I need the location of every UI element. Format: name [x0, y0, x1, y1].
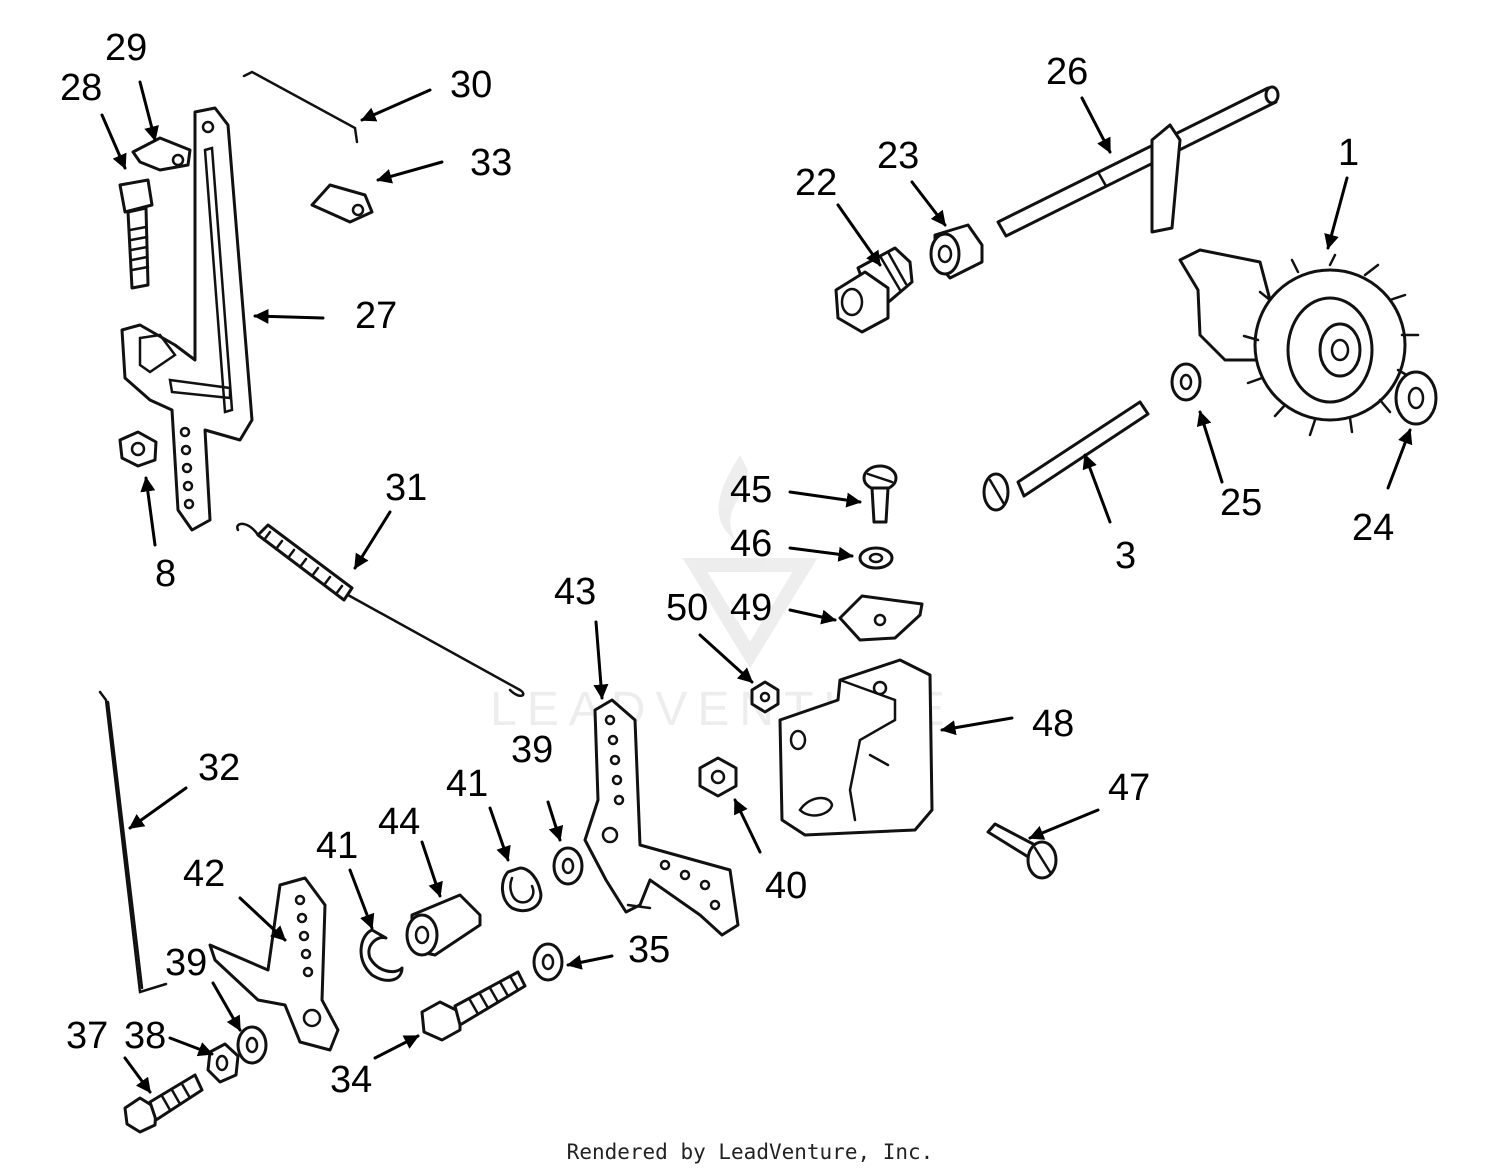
callout-50: 50: [666, 587, 708, 629]
callout-40: 40: [765, 865, 807, 907]
callout-48: 48: [1032, 703, 1074, 745]
part-50-nut: [750, 680, 780, 714]
callout-37: 37: [66, 1015, 108, 1057]
part-27-governor-lever: [120, 106, 254, 532]
callout-45: 45: [730, 469, 772, 511]
part-26-shaft: [996, 85, 1280, 238]
callout-27: 27: [355, 295, 397, 337]
part-49-clip: [838, 594, 924, 642]
part-43-control-lever: [583, 698, 740, 937]
callout-1: 1: [1338, 132, 1359, 174]
part-40-nut: [698, 756, 738, 798]
callout-8: 8: [155, 553, 176, 595]
callout-29: 29: [105, 27, 147, 69]
part-28-bolt: [118, 178, 154, 290]
callout-arrows: [100, 80, 1413, 1094]
part-22-plug: [834, 246, 914, 334]
callout-38: 38: [124, 1015, 166, 1057]
callout-30: 30: [450, 64, 492, 106]
part-25-washer: [1170, 362, 1202, 402]
part-29-clip: [131, 136, 192, 172]
part-41-ring-b: [501, 866, 543, 913]
part-47-screw: [986, 822, 1058, 880]
part-42-lever: [208, 876, 340, 1052]
part-33-clip: [310, 183, 374, 224]
callout-49: 49: [730, 587, 772, 629]
callout-43: 43: [554, 571, 596, 613]
part-45-screw: [862, 464, 898, 524]
part-30-link: [242, 70, 359, 144]
part-41-ring-a: [359, 928, 404, 982]
callout-47: 47: [1108, 767, 1150, 809]
part-24-washer: [1394, 370, 1438, 426]
part-39-washer-a: [236, 1025, 268, 1065]
callout-33: 33: [470, 142, 512, 184]
part-46-lockwasher: [858, 546, 894, 570]
callout-25: 25: [1220, 482, 1262, 524]
callout-41-a: 41: [316, 825, 358, 867]
callout-24: 24: [1352, 507, 1394, 549]
part-34-bolt: [420, 970, 527, 1042]
rendered-by-footer: Rendered by LeadVenture, Inc.: [566, 1140, 934, 1164]
part-44-bushing: [405, 893, 482, 957]
callout-35: 35: [628, 929, 670, 971]
callout-42: 42: [183, 853, 225, 895]
part-23-bushing: [929, 223, 984, 280]
part-48-bracket: [778, 658, 934, 837]
part-35-washer: [532, 942, 564, 982]
part-38-nut: [206, 1042, 240, 1084]
callout-46: 46: [730, 523, 772, 565]
callout-labels: 1 3 8 22 23 24 25 26 27 28 29 30 31 32 3…: [60, 27, 1394, 1101]
callout-28: 28: [60, 67, 102, 109]
callout-41-b: 41: [446, 763, 488, 805]
part-37-bolt: [123, 1073, 204, 1134]
part-31-spring: [236, 522, 525, 697]
callout-26: 26: [1046, 51, 1088, 93]
part-32-rod: [98, 690, 168, 994]
callout-34: 34: [330, 1059, 372, 1101]
callout-3: 3: [1115, 535, 1136, 577]
callout-22: 22: [795, 162, 837, 204]
callout-39-a: 39: [165, 942, 207, 984]
callout-39-b: 39: [511, 729, 553, 771]
part-1-governor-gear: [1178, 248, 1420, 437]
callout-31: 31: [385, 467, 427, 509]
callout-23: 23: [877, 135, 919, 177]
callout-44: 44: [378, 801, 420, 843]
part-39-washer-b: [552, 846, 584, 886]
callout-32: 32: [198, 747, 240, 789]
part-3-pin: [982, 400, 1150, 512]
part-8-nut: [118, 430, 158, 468]
